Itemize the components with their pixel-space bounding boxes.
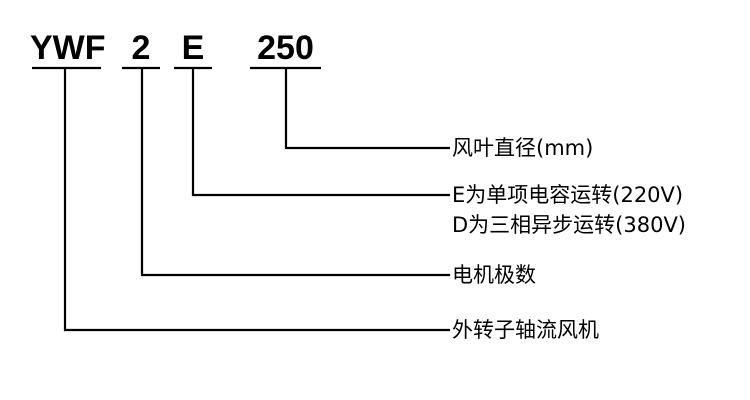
- label-series: 外转子轴流风机: [452, 318, 599, 342]
- code-poles: 2: [131, 29, 151, 67]
- leader-diameter: [284, 68, 450, 150]
- code-phase: E: [181, 29, 205, 67]
- leader-phase: [191, 68, 450, 197]
- leader-poles: [140, 68, 450, 277]
- label-diameter: 风叶直径(mm): [452, 136, 594, 160]
- label-poles: 电机极数: [452, 263, 536, 287]
- leader-series: [63, 68, 450, 332]
- code-diameter: 250: [257, 29, 314, 67]
- label-phase-e: E为单项电容运转(220V): [452, 183, 684, 207]
- code-series: YWF: [30, 29, 106, 67]
- label-phase-d: D为三相异步运转(380V): [452, 213, 687, 237]
